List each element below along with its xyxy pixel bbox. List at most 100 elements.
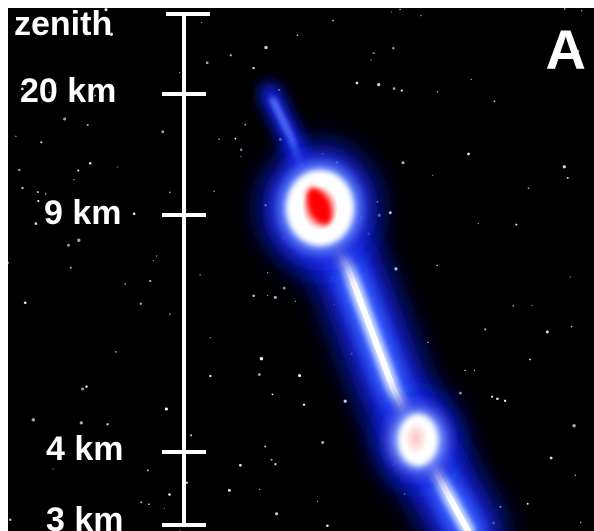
star [296, 34, 299, 37]
star [436, 91, 439, 93]
star [77, 238, 81, 242]
sky-scene-svg [8, 8, 583, 531]
star [332, 19, 334, 22]
star [390, 11, 393, 13]
star [467, 152, 470, 156]
star [20, 87, 24, 91]
star [239, 463, 242, 467]
star [562, 165, 566, 169]
star [201, 21, 203, 23]
star [259, 357, 264, 361]
star [526, 502, 529, 505]
star [326, 524, 329, 527]
night-sky-image: zenith 20 km 9 km 4 km 3 km A [8, 8, 594, 531]
star [31, 418, 35, 422]
star [377, 213, 381, 217]
star [155, 255, 158, 257]
star [8, 261, 10, 264]
star [139, 302, 143, 306]
star [85, 385, 88, 388]
star [116, 166, 118, 168]
star [503, 399, 507, 402]
star [264, 445, 267, 448]
star [104, 8, 108, 12]
star [190, 434, 193, 437]
upper-fireball [262, 144, 378, 272]
star [484, 328, 487, 331]
star [267, 294, 269, 296]
star [403, 493, 406, 495]
lower-fireball [378, 394, 458, 486]
star [146, 469, 149, 472]
altitude-scale [162, 12, 210, 527]
star [199, 274, 201, 276]
star [77, 169, 80, 172]
star [257, 373, 261, 376]
star [271, 393, 274, 396]
star [132, 212, 136, 216]
altitude-label-3km: 3 km [46, 501, 124, 531]
star [473, 369, 476, 371]
star [477, 222, 479, 225]
star [515, 223, 518, 226]
star [149, 279, 152, 283]
star [52, 468, 54, 470]
star [282, 286, 286, 290]
star [392, 87, 396, 90]
star [168, 493, 171, 496]
star [273, 295, 277, 299]
star [55, 82, 57, 84]
star [18, 168, 21, 172]
star [355, 81, 359, 85]
star [432, 174, 434, 176]
star [394, 267, 398, 271]
star [493, 100, 496, 103]
star [549, 456, 553, 460]
star [270, 458, 273, 461]
star [490, 395, 494, 398]
star [67, 243, 70, 247]
star [370, 59, 372, 61]
star [140, 501, 143, 504]
zenith-label: zenith [14, 8, 113, 43]
star [244, 123, 247, 126]
star [531, 304, 533, 306]
altitude-label-9km: 9 km [44, 194, 122, 232]
star [377, 83, 381, 87]
star [574, 474, 577, 477]
star [400, 89, 403, 92]
star [388, 211, 392, 215]
star [436, 264, 438, 267]
star [252, 294, 256, 298]
star [274, 463, 277, 466]
star [529, 358, 531, 361]
star [427, 341, 429, 344]
star [163, 507, 165, 509]
star [209, 337, 211, 339]
star [115, 351, 117, 353]
star [298, 374, 302, 378]
star [36, 191, 39, 193]
star [21, 186, 24, 190]
star [205, 61, 209, 65]
star [229, 54, 232, 57]
star [264, 45, 268, 50]
star [302, 403, 306, 406]
star [545, 330, 549, 334]
star [563, 8, 566, 10]
star [527, 187, 530, 189]
star [164, 407, 168, 411]
star [581, 10, 583, 12]
star [161, 130, 165, 134]
star [259, 488, 261, 491]
star [316, 500, 319, 502]
star [252, 66, 255, 70]
star [85, 13, 88, 17]
star [169, 313, 171, 315]
star [228, 489, 231, 492]
star [470, 78, 472, 81]
star [148, 503, 150, 505]
star [63, 117, 67, 121]
star [106, 423, 109, 426]
star [40, 141, 43, 144]
